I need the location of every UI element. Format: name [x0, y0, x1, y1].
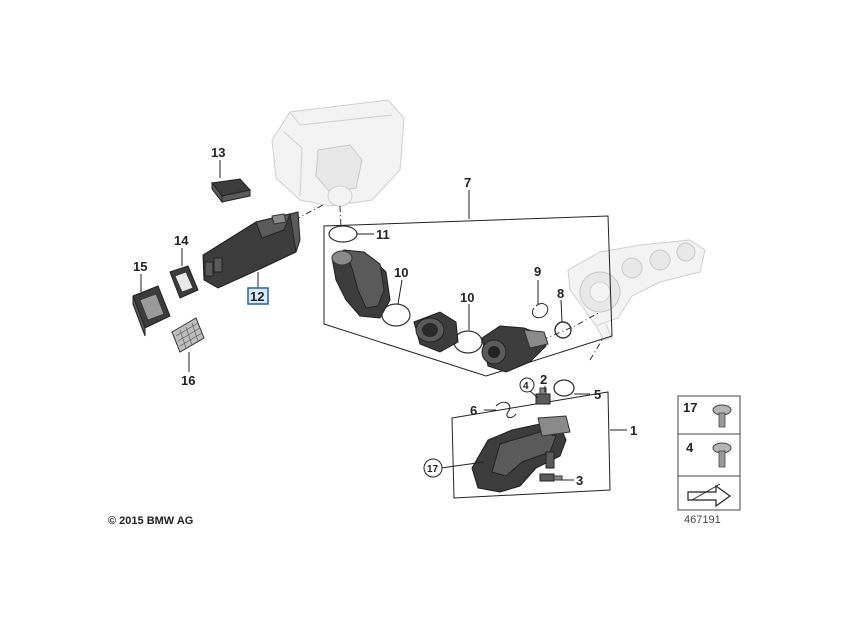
callout-2[interactable]: 2 [540, 372, 547, 387]
part-9-clip[interactable] [532, 303, 549, 319]
group-7-box [323, 215, 613, 377]
callout-14[interactable]: 14 [174, 233, 189, 248]
callout-15[interactable]: 15 [133, 259, 147, 274]
screw-icon [712, 442, 732, 468]
screw-icon [712, 404, 732, 428]
callout-7[interactable]: 7 [464, 175, 471, 190]
callout-17-circle[interactable] [423, 458, 443, 478]
callout-6[interactable]: 6 [470, 403, 477, 418]
part-8-oring[interactable] [554, 321, 572, 339]
callout-12-selected[interactable]: 12 [247, 287, 269, 305]
charge-air-duct[interactable] [471, 415, 571, 493]
callout-4-circle[interactable] [519, 377, 535, 393]
callout-5[interactable]: 5 [594, 387, 601, 402]
callout-10-a[interactable]: 10 [394, 265, 408, 280]
callout-1[interactable]: 1 [630, 423, 637, 438]
part-11-ring[interactable] [328, 225, 358, 243]
connection-lines [282, 204, 603, 361]
group-1-box [451, 391, 611, 499]
turbo-inlet-pipe[interactable] [481, 325, 549, 373]
callout-16[interactable]: 16 [181, 373, 195, 388]
part-6-clip[interactable] [495, 401, 517, 419]
air-filter-housing-ghost [271, 99, 405, 207]
callout-11[interactable]: 11 [376, 227, 390, 242]
callout-17-circled[interactable]: 17 [427, 464, 439, 475]
intake-boot[interactable] [331, 249, 391, 319]
legend-4-number: 4 [686, 440, 694, 455]
intake-pipe-section[interactable] [413, 311, 459, 353]
callout-10-b[interactable]: 10 [460, 290, 474, 305]
part-10-ring-a[interactable] [381, 303, 411, 327]
turbocharger-ghost [567, 239, 706, 341]
callout-4-circled[interactable]: 4 [523, 381, 529, 392]
callout-9[interactable]: 9 [534, 264, 541, 279]
part-16-grille[interactable] [171, 317, 205, 353]
part-3-sensor[interactable] [539, 473, 563, 482]
svg-text:12: 12 [250, 289, 264, 304]
next-page-arrow-icon[interactable] [687, 483, 732, 508]
part-2-sensor[interactable] [535, 387, 551, 405]
part-12-resonator[interactable] [202, 211, 301, 289]
callout-13[interactable]: 13 [211, 145, 225, 160]
copyright-text: © 2015 BMW AG [108, 515, 194, 527]
legend-17-number: 17 [683, 400, 697, 415]
callout-8[interactable]: 8 [557, 286, 564, 301]
part-13-pad[interactable] [211, 178, 251, 204]
callout-3[interactable]: 3 [576, 473, 583, 488]
part-5-ring[interactable] [553, 379, 575, 397]
part-14-bracket[interactable] [169, 265, 199, 299]
part-15-seal[interactable] [132, 285, 171, 337]
diagram-id: 467191 [684, 514, 721, 526]
